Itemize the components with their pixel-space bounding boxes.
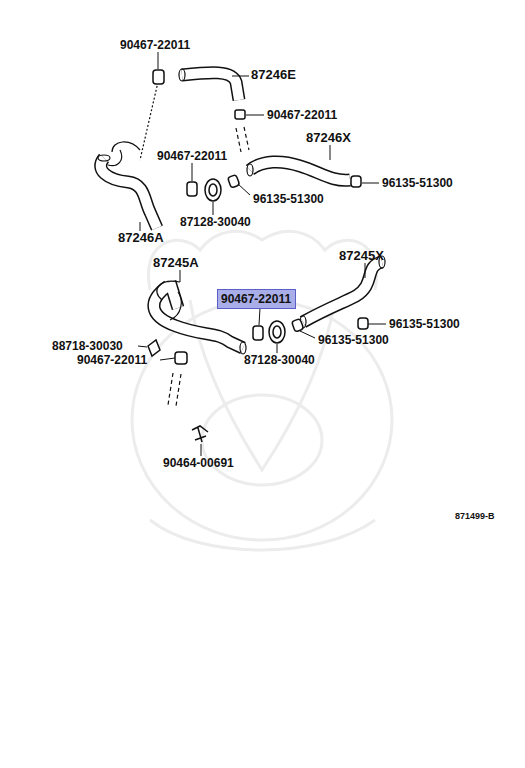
part-number: 87128-30040 [244,353,315,367]
part-number: 96135-51300 [389,317,460,331]
part-number: 87245X [339,249,384,263]
part-number: 90467-22011 [77,353,147,367]
part-number: 87246A [118,231,164,245]
part-number: 90467-22011 [157,149,227,163]
part-number: 87246E [251,68,296,82]
part-number: 88718-30030 [52,339,123,353]
part-number: 87245A [153,256,199,270]
leader-lines [138,52,386,456]
clamps-and-grommets [148,70,368,442]
part-number: 90467-22011 [267,108,337,122]
part-number: 87246X [306,131,351,145]
part-number: 96135-51300 [253,192,324,206]
figure-number: 871499-B [455,509,495,523]
part-number: 90464-00691 [163,456,234,470]
part-number: 87128-30040 [180,215,251,229]
highlighted-part-number: 90467-22011 [217,289,296,309]
watermark [132,231,392,550]
part-number: 96135-51300 [382,176,453,190]
part-number: 90467-22011 [120,38,190,52]
part-number: 90467-22011 [221,292,292,306]
part-number: 96135-51300 [318,333,389,347]
